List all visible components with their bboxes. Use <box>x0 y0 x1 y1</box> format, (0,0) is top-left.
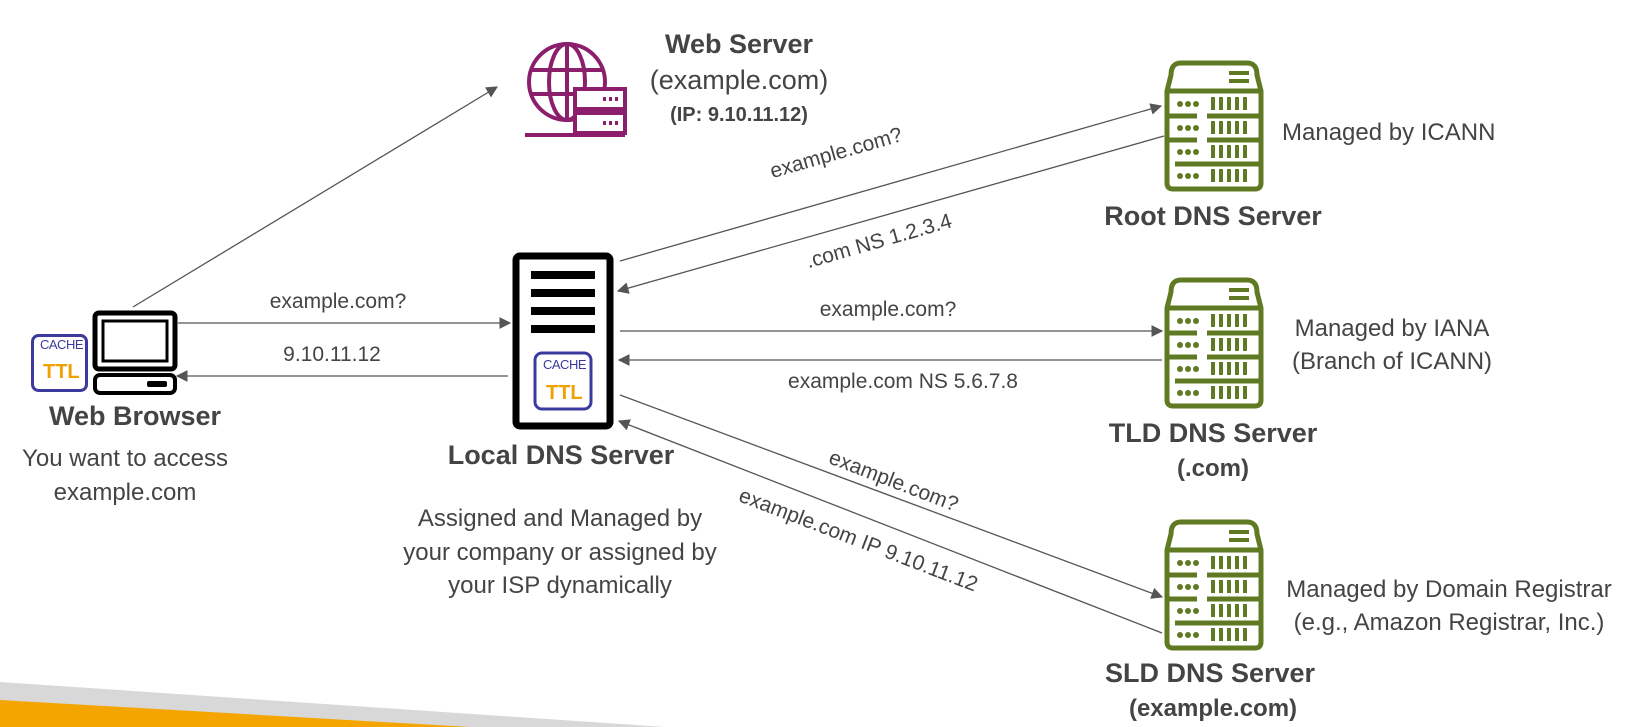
tld-dns-subtitle: (.com) <box>1177 455 1249 482</box>
web-server-title: Web Server <box>664 29 814 59</box>
web-browser-description-line-1: You want to access <box>22 445 228 472</box>
label-local-to-browser-answer: 9.10.11.12 <box>283 343 381 366</box>
browser-cache-badge <box>31 334 88 392</box>
tld-dns-server-icon <box>1167 280 1261 406</box>
web-server-icon <box>525 42 627 137</box>
arrow-local-to-root <box>619 103 1163 262</box>
web-browser-description-line-2: example.com <box>53 479 197 506</box>
computer-icon <box>92 310 178 395</box>
sld-dns-server-icon <box>1167 522 1261 648</box>
root-dns-title: Root DNS Server <box>1104 201 1322 231</box>
label-tld-to-local-answer: example.com NS 5.6.7.8 <box>788 370 1018 393</box>
web-server-ip: (IP: 9.10.11.12) <box>670 104 808 126</box>
web-server-domain: (example.com) <box>649 65 829 95</box>
web-browser-title: Web Browser <box>48 401 222 431</box>
root-dns-managed-by: Managed by ICANN <box>1282 119 1496 146</box>
root-dns-server-icon <box>1167 63 1261 189</box>
local-dns-description-line-1: Assigned and Managed by <box>417 505 703 532</box>
label-local-to-tld-query: example.com? <box>819 298 957 321</box>
sld-dns-title: SLD DNS Server <box>1104 658 1316 688</box>
sld-dns-managed-by-line-1: Managed by Domain Registrar <box>1286 576 1612 603</box>
sld-dns-managed-by-line-2: (e.g., Amazon Registrar, Inc.) <box>1293 609 1605 636</box>
label-browser-to-local-query: example.com? <box>269 290 407 313</box>
local-ttl-label: TTL <box>546 382 583 404</box>
sld-dns-subtitle: (example.com) <box>1128 695 1298 722</box>
arrow-root-to-local <box>616 135 1165 294</box>
arrow-browser-to-webserver <box>132 86 499 308</box>
tld-dns-managed-by-line-1: Managed by IANA <box>1294 315 1490 342</box>
footer-orange-band <box>0 700 470 727</box>
local-dns-description-line-2: your company or assigned by <box>403 539 717 566</box>
arrow-sld-to-local <box>617 419 1163 634</box>
browser-cache-label: CACHE <box>40 337 84 352</box>
tld-dns-managed-by-line-2: (Branch of ICANN) <box>1291 348 1493 375</box>
local-dns-title: Local DNS Server <box>447 440 675 470</box>
arrow-local-to-sld <box>619 394 1164 599</box>
local-cache-label: CACHE <box>543 357 587 372</box>
local-dns-server-icon <box>512 252 614 430</box>
tld-dns-title: TLD DNS Server <box>1108 418 1318 448</box>
local-dns-description-line-3: your ISP dynamically <box>448 572 672 599</box>
browser-ttl-label: TTL <box>43 361 80 383</box>
